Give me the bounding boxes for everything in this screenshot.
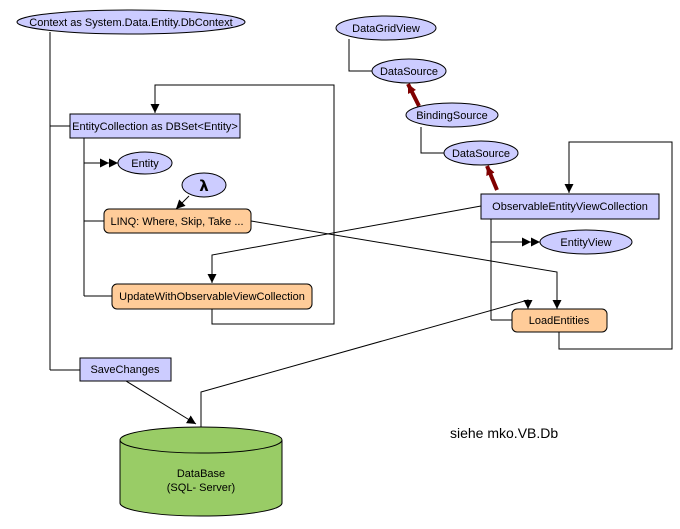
loadentities-node: LoadEntities — [511, 308, 608, 333]
lambda-to-linq-arrow — [175, 195, 190, 210]
update-loop-line — [150, 84, 335, 325]
context-node: Context as System.Data.Entity.DbContext — [16, 9, 246, 35]
reference-note: siehe mko.VB.Db — [450, 425, 558, 441]
datasource-mid-node: DataSource — [443, 140, 519, 166]
datasource-top-label: DataSource — [380, 66, 438, 78]
entityview-node: EntityView — [539, 229, 633, 255]
datasource-mid-label: DataSource — [452, 148, 510, 160]
update-node: UpdateWithObservableViewCollection — [111, 283, 313, 310]
datagridview-label: DataGridView — [352, 23, 420, 35]
loadentities-loop-line — [558, 141, 673, 350]
bindingsource-to-datasource-line — [420, 127, 446, 154]
database-label: DataBase — [177, 468, 225, 480]
linq-node: LINQ: Where, Skip, Take ... — [103, 208, 252, 234]
observable-collection-node: ObservableEntityViewCollection — [480, 193, 660, 220]
linq-label: LINQ: Where, Skip, Take ... — [110, 216, 243, 228]
datasource-top-node: DataSource — [371, 58, 447, 84]
lambda-node: λ — [181, 172, 227, 198]
datagridview-to-datasource-line — [348, 39, 372, 72]
database-node: DataBase (SQL- Server) — [119, 426, 283, 517]
observable-to-update-arrow — [207, 205, 482, 283]
connectors — [49, 32, 673, 428]
entitycollection-label: EntityCollection as DBSet<Entity> — [72, 121, 238, 133]
binding-arrow-bottom — [485, 165, 499, 191]
linq-to-loadentities-arrow — [250, 220, 562, 309]
entitycollection-node: EntityCollection as DBSet<Entity> — [69, 113, 241, 139]
savechanges-to-database-arrow — [125, 380, 197, 425]
context-label: Context as System.Data.Entity.DbContext — [29, 17, 232, 29]
lambda-label: λ — [199, 177, 209, 195]
entity-node: Entity — [117, 151, 173, 175]
binding-arrow-top — [406, 83, 421, 107]
loadentities-label: LoadEntities — [529, 315, 590, 327]
bindingsource-node: BindingSource — [405, 102, 499, 128]
entityview-label: EntityView — [560, 237, 611, 249]
savechanges-node: SaveChanges — [79, 357, 172, 382]
database-to-loadentities-arrow — [200, 299, 533, 428]
savechanges-label: SaveChanges — [90, 364, 160, 376]
bindingsource-label: BindingSource — [416, 110, 488, 122]
update-label: UpdateWithObservableViewCollection — [119, 291, 305, 303]
observable-collection-label: ObservableEntityViewCollection — [492, 201, 648, 213]
datagridview-node: DataGridView — [335, 15, 437, 41]
database-sub-label: (SQL- Server) — [167, 482, 235, 494]
entity-label: Entity — [131, 158, 159, 170]
